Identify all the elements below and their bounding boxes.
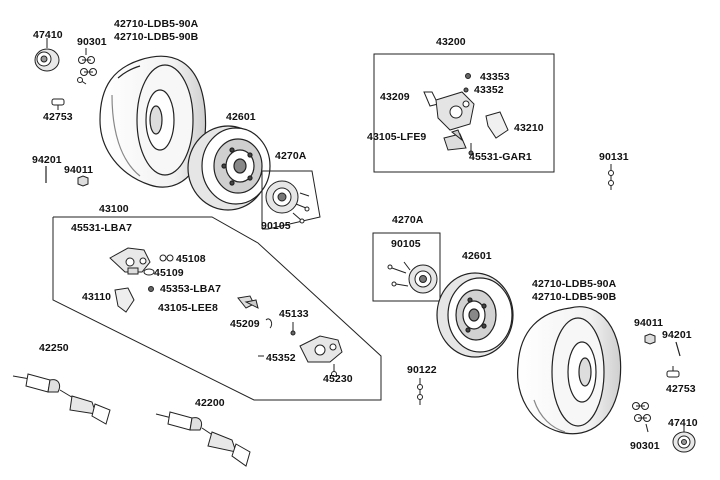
wheel-rim-right	[436, 272, 514, 358]
cap-47410-right	[672, 424, 696, 453]
clip-90301-right	[632, 402, 651, 433]
axle-shaft-42200	[155, 411, 251, 467]
nut-94011-left	[77, 175, 89, 187]
hub-assembly-right	[387, 261, 438, 294]
label-45133: 45133	[279, 308, 309, 320]
label-47410-right: 47410	[668, 417, 698, 429]
caliper-parts-left	[109, 247, 343, 377]
valve-42753-left	[51, 98, 65, 110]
nut-94011-right	[644, 333, 656, 345]
valve-42753-right	[666, 366, 680, 378]
bolts-90122	[417, 378, 423, 405]
label-hub-group-left: 4270A	[275, 150, 307, 162]
label-43110: 43110	[82, 291, 112, 303]
label-43105-lfe9: 43105-LFE9	[367, 131, 427, 143]
label-43353: 43353	[480, 71, 510, 83]
label-43210: 43210	[514, 122, 544, 134]
label-90131: 90131	[599, 151, 629, 163]
label-45109: 45109	[154, 267, 184, 279]
label-tire-left-2: 42710-LDB5-90B	[114, 31, 199, 43]
bolts-90131	[608, 164, 614, 190]
label-90301-right: 90301	[630, 440, 660, 452]
label-45209: 45209	[230, 318, 260, 330]
hub-box-left	[261, 170, 321, 230]
label-caliper-group-left: 43100	[99, 203, 129, 215]
cap-47410-left	[34, 38, 60, 72]
label-43209: 43209	[380, 91, 410, 103]
label-tire-left-1: 42710-LDB5-90A	[114, 18, 199, 30]
label-90105-left: 90105	[261, 220, 291, 232]
wheel-rim-left	[187, 125, 271, 211]
clip-90301-left	[77, 48, 97, 85]
label-tire-right-2: 42710-LDB5-90B	[532, 291, 617, 303]
label-axle-42200: 42200	[195, 397, 225, 409]
label-43105-lee8: 43105-LEE8	[158, 302, 218, 314]
label-94201-left: 94201	[32, 154, 62, 166]
label-42753-left: 42753	[43, 111, 73, 123]
label-45108: 45108	[176, 253, 206, 265]
label-45230: 45230	[323, 373, 353, 385]
tire-right	[517, 306, 622, 435]
caliper-box-left	[52, 216, 382, 401]
label-45531-lba7: 45531-LBA7	[71, 222, 133, 234]
label-90301-left: 90301	[77, 36, 107, 48]
label-hub-group-right: 4270A	[392, 214, 424, 226]
label-tire-right-1: 42710-LDB5-90A	[532, 278, 617, 290]
axle-shaft-42250	[12, 373, 111, 425]
label-90105-right: 90105	[391, 238, 421, 250]
label-45352: 45352	[266, 352, 296, 364]
tire-left	[99, 55, 207, 188]
label-94011-left: 94011	[64, 164, 94, 176]
label-94011-right: 94011	[634, 317, 664, 329]
label-42753-right: 42753	[666, 383, 696, 395]
label-47410-left: 47410	[33, 29, 63, 41]
label-wheel-right: 42601	[462, 250, 492, 262]
label-caliper-group-right: 43200	[436, 36, 466, 48]
caliper-parts-right	[423, 73, 509, 156]
label-43352: 43352	[474, 84, 504, 96]
label-90122: 90122	[407, 364, 437, 376]
pin-94201-right	[675, 341, 681, 357]
hub-box-right	[372, 232, 441, 302]
caliper-box-right	[373, 53, 555, 173]
label-45353-lba7: 45353-LBA7	[160, 283, 222, 295]
label-94201-right: 94201	[662, 329, 692, 341]
label-axle-42250: 42250	[39, 342, 69, 354]
label-45531-gar1: 45531-GAR1	[469, 151, 532, 163]
label-wheel-left: 42601	[226, 111, 256, 123]
hub-assembly-left	[265, 180, 310, 224]
